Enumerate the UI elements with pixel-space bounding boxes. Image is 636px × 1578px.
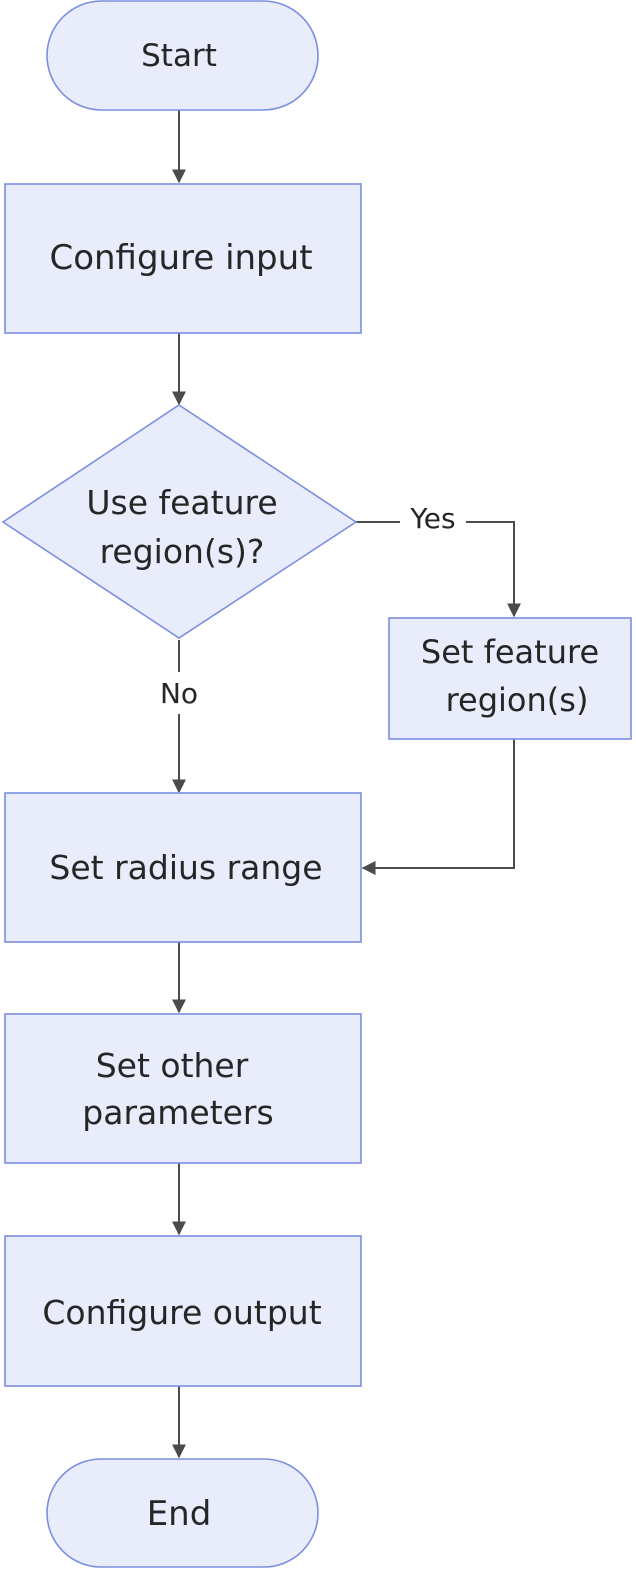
edge-set-feature-regions-to-set-radius-range — [361, 739, 515, 875]
set-feature-regions-label-line2: region(s) — [446, 681, 589, 719]
configure-output-node: Configure output — [4, 1235, 362, 1387]
start-node: Start — [46, 0, 319, 111]
end-label: End — [147, 1494, 212, 1534]
edge-label-no: No — [150, 672, 208, 714]
configure-input-label: Configure input — [49, 238, 312, 278]
set-other-parameters-node: Set other parameters — [4, 1013, 362, 1164]
set-radius-range-node: Set radius range — [4, 792, 362, 943]
decision-node: Use feature region(s)? — [1, 404, 358, 639]
decision-label-line2: region(s)? — [100, 532, 265, 571]
configure-input-node: Configure input — [4, 183, 362, 334]
set-feature-regions-label-line1: Set feature — [421, 633, 599, 671]
set-radius-range-label: Set radius range — [49, 848, 322, 887]
no-label: No — [160, 677, 198, 710]
yes-label: Yes — [409, 502, 455, 535]
end-node: End — [46, 1458, 319, 1568]
edge-label-yes: Yes — [400, 502, 466, 540]
start-label: Start — [141, 38, 217, 74]
set-other-parameters-label-line1: Set other — [96, 1046, 249, 1085]
set-feature-regions-node: Set feature region(s) — [388, 617, 632, 740]
configure-output-label: Configure output — [42, 1293, 321, 1332]
decision-label-line1: Use feature — [86, 483, 277, 522]
set-other-parameters-label-line2: parameters — [82, 1093, 273, 1132]
